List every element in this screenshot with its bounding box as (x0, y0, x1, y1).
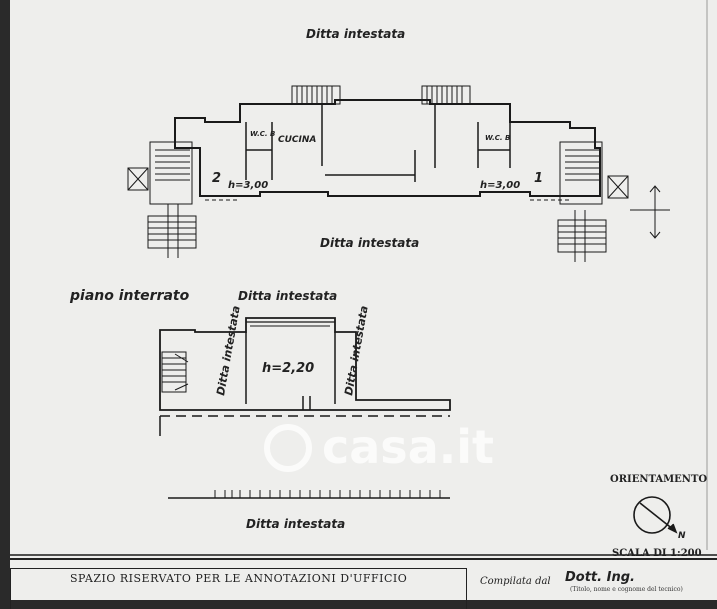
owner-label-bottom: Ditta intestata (246, 517, 345, 531)
right-stairwell (557, 141, 670, 262)
watermark-logo-icon (264, 424, 312, 472)
top-left-steps (291, 85, 341, 105)
left-stairwell (127, 141, 197, 258)
office-annotation-footer: SPAZIO RISERVATO PER LE ANNOTAZIONI D'UF… (10, 558, 717, 609)
basement-stairs (161, 351, 189, 393)
north-label: N (678, 531, 686, 541)
height-label-basement: h=2,20 (262, 361, 314, 376)
wc-label-right: W.C. B (485, 134, 510, 142)
compass (633, 496, 678, 534)
signer-name: Dott. Ing. (565, 570, 635, 585)
signer-note: (Titolo, nome e cognome del tecnico) (570, 586, 683, 593)
basement-title: piano interrato (69, 288, 190, 304)
floor-plan-drawing: Ditta intestata Ditta intestata Ditta in… (10, 0, 717, 559)
stair-number-right: 1 (534, 171, 543, 186)
owner-label-basement-top: Ditta intestata (238, 289, 337, 303)
owner-label-middle: Ditta intestata (320, 236, 419, 250)
reserved-title: SPAZIO RISERVATO PER LE ANNOTAZIONI D'UF… (70, 572, 408, 585)
owner-label-basement-left: Ditta intestata (214, 305, 243, 397)
watermark-text: casa.it (322, 420, 494, 474)
compiled-by-label: Compilata dal (480, 576, 551, 587)
kitchen-label: CUCINA (278, 135, 316, 145)
owner-label-basement-right: Ditta intestata (342, 305, 371, 397)
floor-plan-sheet: Ditta intestata Ditta intestata Ditta in… (10, 0, 717, 609)
stair-number-left: 2 (212, 171, 221, 186)
reserved-box (10, 568, 467, 609)
height-label-ground-left: h=3,00 (228, 180, 268, 191)
wc-label-left: W.C. B (250, 130, 275, 138)
top-right-steps (421, 85, 471, 105)
owner-label-top: Ditta intestata (306, 27, 405, 41)
height-label-ground-right: h=3,00 (480, 180, 520, 191)
scale-label: SCALA DI 1:200 (612, 548, 702, 559)
orientation-title: ORIENTAMENTO (610, 474, 707, 485)
